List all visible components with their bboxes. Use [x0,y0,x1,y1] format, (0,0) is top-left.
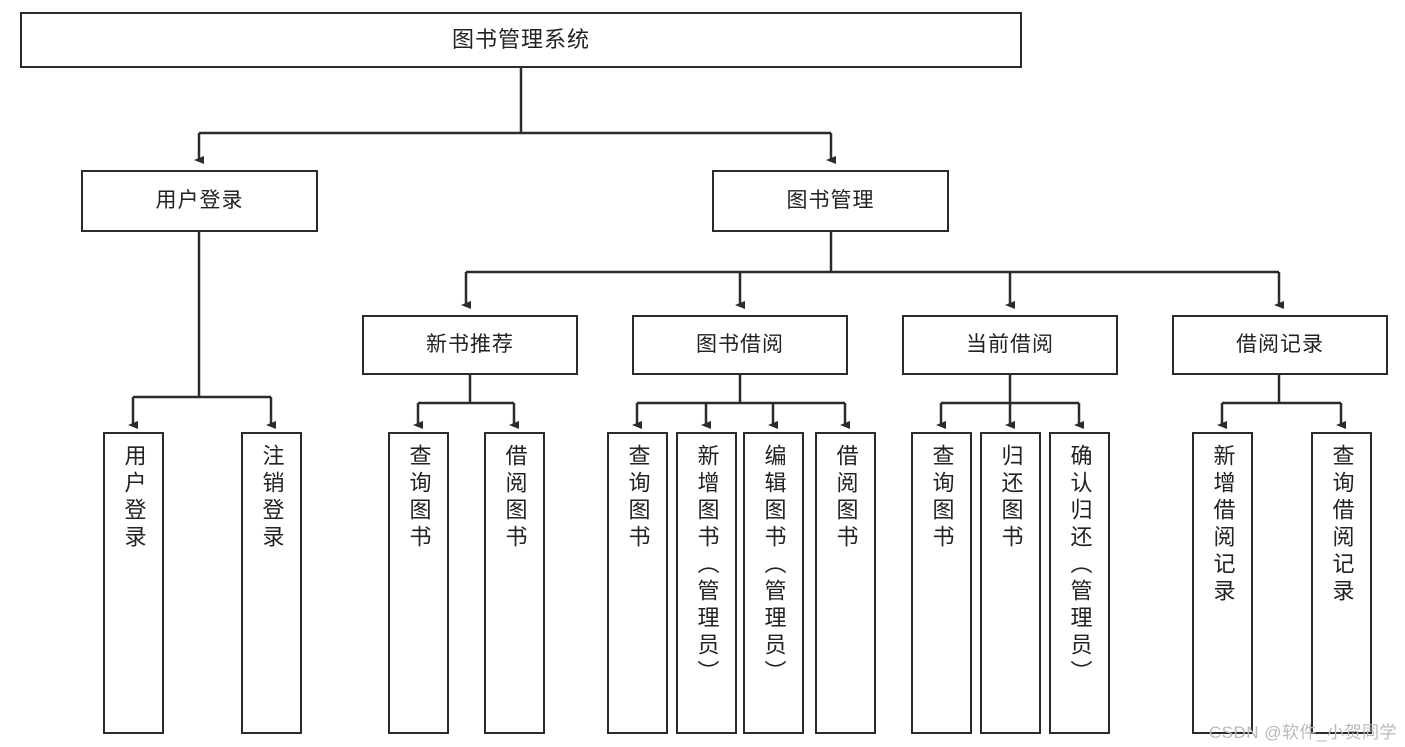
leaf-edit-book-label: 编辑图书（管理员） [761,444,787,687]
leaf-query-book-1-label: 查询图书 [406,444,432,552]
leaf-query-book-1[interactable]: 查询图书 [388,432,449,734]
node-new-book-recommend-label: 新书推荐 [426,332,514,356]
node-book-borrow[interactable]: 图书借阅 [632,315,848,375]
node-borrow-record-label: 借阅记录 [1236,332,1324,356]
node-book-management[interactable]: 图书管理 [712,170,949,232]
leaf-query-book-2-label: 查询图书 [625,444,651,552]
leaf-confirm-return[interactable]: 确认归还（管理员） [1049,432,1110,734]
node-user-login[interactable]: 用户登录 [81,170,318,232]
leaf-query-book-2[interactable]: 查询图书 [607,432,668,734]
node-current-borrow-label: 当前借阅 [966,332,1054,356]
node-root[interactable]: 图书管理系统 [20,12,1022,68]
node-user-login-label: 用户登录 [155,188,244,212]
leaf-borrow-book-1-label: 借阅图书 [502,444,528,552]
leaf-user-login[interactable]: 用户登录 [103,432,164,734]
leaf-query-book-3-label: 查询图书 [929,444,955,552]
leaf-query-record-label: 查询借阅记录 [1329,444,1355,606]
leaf-query-record[interactable]: 查询借阅记录 [1311,432,1372,734]
leaf-add-book-label: 新增图书（管理员） [694,444,720,687]
leaf-return-book[interactable]: 归还图书 [980,432,1041,734]
node-book-borrow-label: 图书借阅 [696,332,784,356]
leaf-edit-book[interactable]: 编辑图书（管理员） [743,432,804,734]
watermark: CSDN @软件_小贺同学 [1208,723,1397,742]
leaf-user-login-label: 用户登录 [121,444,147,552]
leaf-query-book-3[interactable]: 查询图书 [911,432,972,734]
node-current-borrow[interactable]: 当前借阅 [902,315,1118,375]
leaf-add-book[interactable]: 新增图书（管理员） [676,432,737,734]
leaf-confirm-return-label: 确认归还（管理员） [1067,444,1093,687]
leaf-add-record-label: 新增借阅记录 [1210,444,1236,606]
leaf-add-record[interactable]: 新增借阅记录 [1192,432,1253,734]
node-new-book-recommend[interactable]: 新书推荐 [362,315,578,375]
leaf-borrow-book-1[interactable]: 借阅图书 [484,432,545,734]
node-borrow-record[interactable]: 借阅记录 [1172,315,1388,375]
node-root-label: 图书管理系统 [451,27,590,53]
node-book-management-label: 图书管理 [786,188,875,212]
leaf-logout-label: 注销登录 [259,444,285,552]
leaf-logout[interactable]: 注销登录 [241,432,302,734]
leaf-borrow-book-2-label: 借阅图书 [833,444,859,552]
leaf-return-book-label: 归还图书 [998,444,1024,552]
leaf-borrow-book-2[interactable]: 借阅图书 [815,432,876,734]
